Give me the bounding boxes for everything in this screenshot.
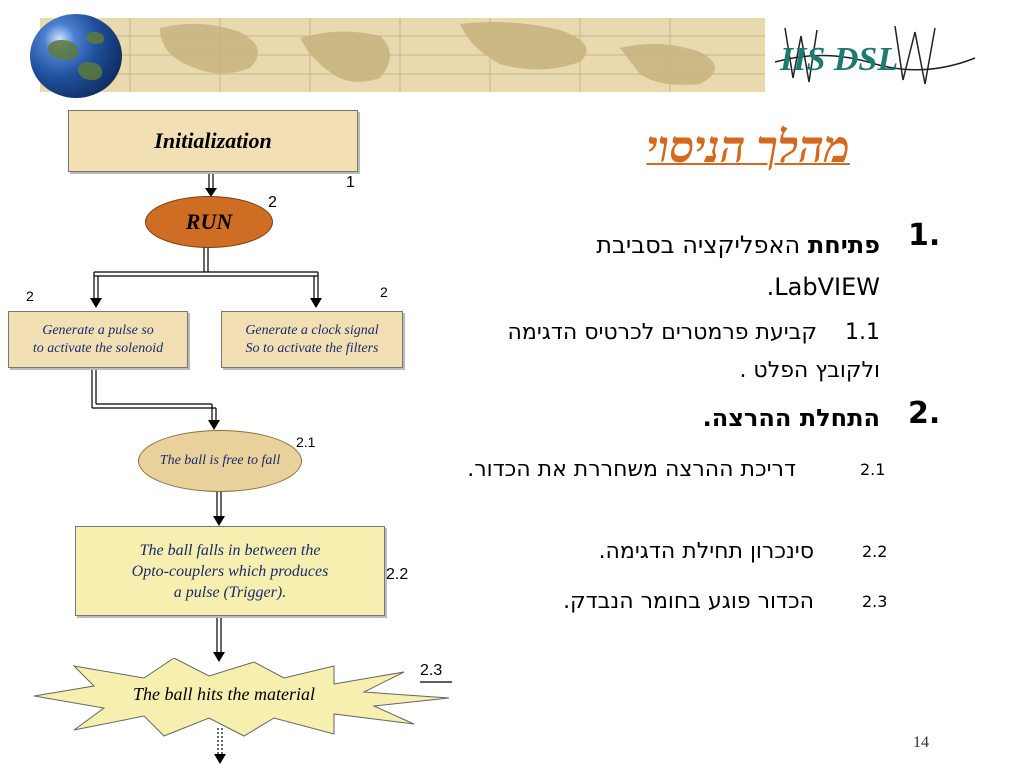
initialization-label: Initialization: [154, 128, 272, 153]
run-label: RUN: [185, 209, 233, 234]
clock-box: Generate a clock signal So to activate t…: [221, 311, 403, 368]
label-left-2: 2: [26, 288, 34, 304]
free-fall-label: The ball is free to fall: [159, 453, 281, 468]
falls-box: The ball falls in between the Opto-coupl…: [75, 526, 385, 616]
item-2-number: 2.: [908, 396, 941, 431]
logo-text: IIS DSL: [779, 41, 898, 78]
item-2-2-number: 2.2: [862, 542, 888, 561]
item-2-1-text: דריכת ההרצה משחררת את הכדור.: [467, 457, 796, 482]
free-fall-node: The ball is free to fall: [138, 430, 302, 492]
item-2-1-number: 2.1: [860, 460, 886, 479]
falls-line-2: Opto-couplers which produces: [131, 562, 329, 580]
item-2-3-number: 2.3: [862, 592, 888, 611]
slide-title: מהלך הניסוי: [646, 123, 850, 172]
globe-icon: [30, 14, 122, 98]
label-2-3: 2.3: [420, 662, 443, 679]
clock-line-1: Generate a clock signal: [245, 322, 379, 338]
header-banner: IIS DSL: [0, 0, 1024, 100]
hits-starburst: [34, 658, 450, 737]
pulse-line-2: to activate the solenoid: [32, 340, 164, 356]
item-2-text: התחלת ההרצה.: [702, 404, 880, 432]
item-1-1-text: קביעת פרמטרים לכרטיס הדגימה ולקובץ הפלט …: [507, 320, 880, 383]
item-1-text: פתיחת האפליקציה בסביבת LabVIEW.: [500, 224, 880, 308]
clock-line-2: So to activate the filters: [245, 340, 379, 356]
falls-line-3: a pulse (Trigger).: [173, 583, 287, 601]
pulse-line-1: Generate a pulse so: [42, 322, 154, 338]
map-icon: [40, 18, 765, 92]
hits-label-wrap: The ball hits the material: [34, 684, 414, 705]
hits-label: The ball hits the material: [133, 684, 315, 704]
run-node: RUN: [145, 196, 273, 248]
label-right-2: 2: [380, 284, 388, 300]
logo-icon: IIS DSL: [774, 25, 976, 85]
item-1-rest: האפליקציה בסביבת LabVIEW.: [596, 231, 880, 301]
label-1: 1: [346, 174, 355, 191]
item-1-1: 1.1 קביעת פרמטרים לכרטיס הדגימה ולקובץ ה…: [500, 314, 880, 390]
item-2-2-text: סינכרון תחילת הדגימה.: [598, 539, 814, 564]
label-run-2: 2: [268, 194, 277, 211]
page-number: 14: [913, 734, 929, 751]
falls-line-1: The ball falls in between the: [139, 541, 321, 559]
initialization-box: Initialization: [68, 110, 358, 172]
pulse-box: Generate a pulse so to activate the sole…: [8, 311, 188, 368]
label-2-1: 2.1: [296, 434, 316, 450]
item-2-3-text: הכדור פוגע בחומר הנבדק.: [563, 589, 814, 614]
label-2-2: 2.2: [386, 566, 409, 583]
item-1-number: 1.: [908, 218, 941, 253]
item-1-bold: פתיחת: [807, 231, 880, 259]
lab-logo: IIS DSL: [765, 18, 995, 92]
world-map-strip: [40, 18, 765, 92]
item-1-1-number: 1.1: [845, 320, 880, 345]
